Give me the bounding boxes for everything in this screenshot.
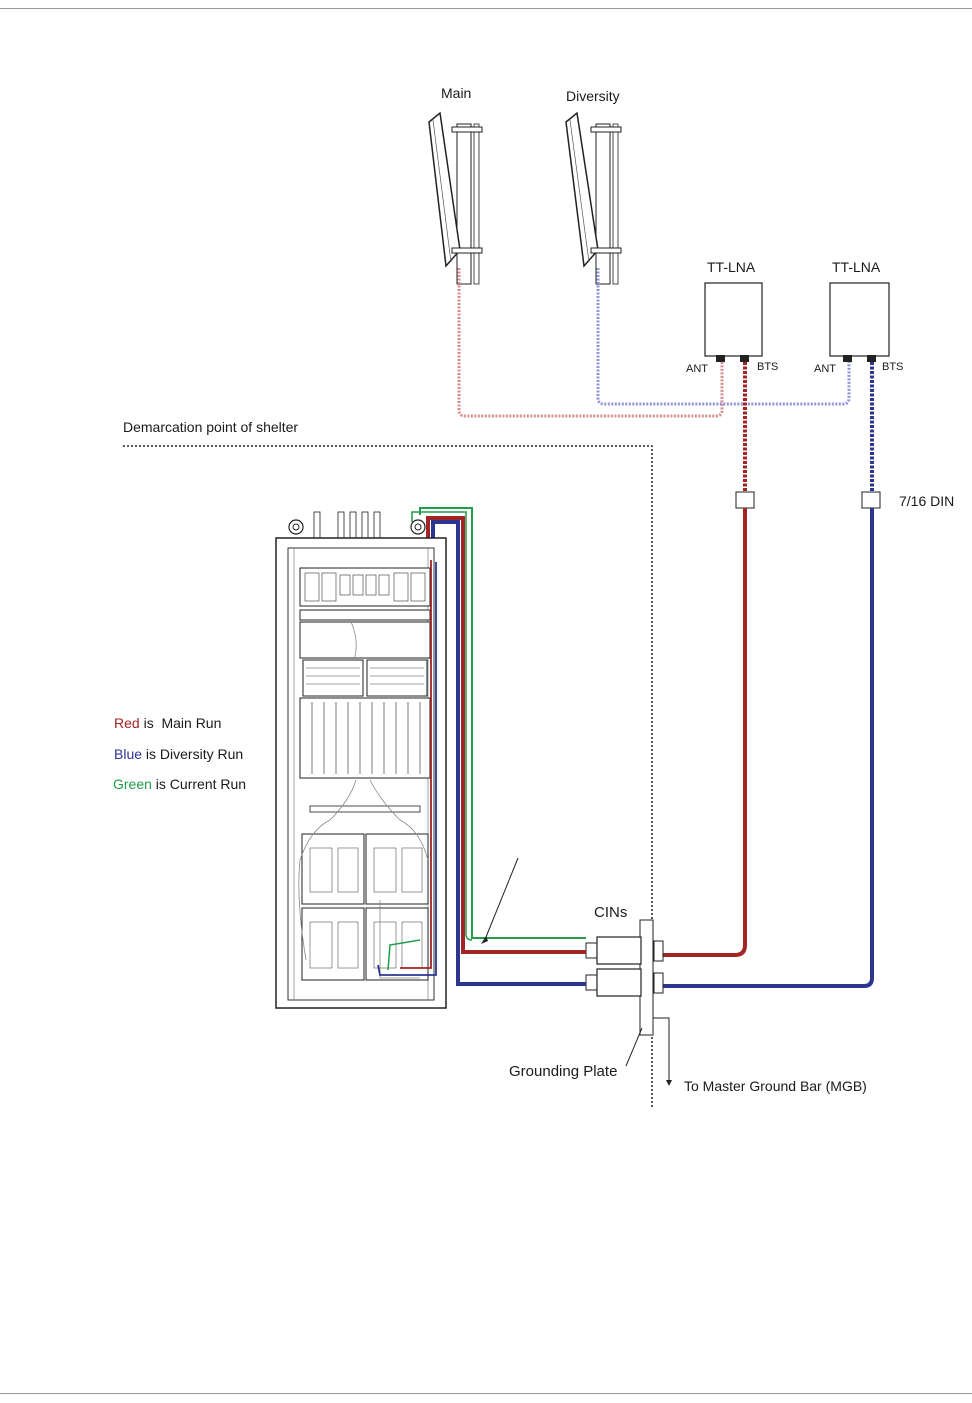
- diversity-antenna: [566, 113, 621, 284]
- tt-lna-main-ant-label: ANT: [686, 363, 708, 375]
- main-antenna: [429, 113, 482, 284]
- legend-diversity-run: Blue is Diversity Run: [114, 746, 243, 762]
- main-antenna-label: Main: [441, 85, 471, 101]
- tt-lna-diversity-ant-label: ANT: [814, 363, 836, 375]
- diversity-run-outdoor: [662, 508, 872, 986]
- cins-label: CINs: [594, 904, 627, 921]
- demarcation-label: Demarcation point of shelter: [123, 419, 298, 435]
- main-run-indoor: [428, 518, 586, 952]
- legend-diversity-run-color: Blue: [114, 746, 142, 762]
- equipment-cabinet: [276, 512, 446, 1008]
- tt-lna-main: [705, 283, 762, 362]
- tt-lna-main-bts-label: BTS: [757, 361, 778, 373]
- legend-diversity-run-text: is Diversity Run: [142, 746, 243, 762]
- legend-main-run-color: Red: [114, 715, 140, 731]
- diversity-din-connector: [862, 492, 880, 508]
- main-din-connector: [736, 492, 754, 508]
- legend-current-run-color: Green: [113, 776, 152, 792]
- legend-current-run-text: is Current Run: [152, 776, 246, 792]
- tt-lna-main-label: TT-LNA: [707, 259, 756, 275]
- grounding-plate-leader: [626, 1028, 642, 1066]
- mgb-label: To Master Ground Bar (MGB): [684, 1078, 867, 1094]
- din-connector-label: 7/16 DIN: [899, 493, 954, 509]
- mgb-arrow-head: [666, 1080, 672, 1086]
- tt-lna-diversity: [830, 283, 889, 362]
- mgb-lead: [653, 1018, 669, 1082]
- grounding-plate: [640, 920, 653, 1035]
- grounding-plate-label: Grounding Plate: [509, 1063, 617, 1080]
- main-antenna-jumper: [459, 268, 722, 416]
- tt-lna-diversity-bts-label: BTS: [882, 361, 903, 373]
- diversity-run-indoor: [433, 522, 586, 984]
- diversity-antenna-label: Diversity: [566, 88, 620, 104]
- legend-main-run-text: is Main Run: [140, 715, 222, 731]
- legend-current-run: Green is Current Run: [113, 776, 246, 792]
- main-run-outdoor: [662, 508, 745, 955]
- current-run-leader: [484, 858, 518, 942]
- legend-main-run: Red is Main Run: [114, 715, 221, 731]
- tt-lna-diversity-label: TT-LNA: [832, 259, 881, 275]
